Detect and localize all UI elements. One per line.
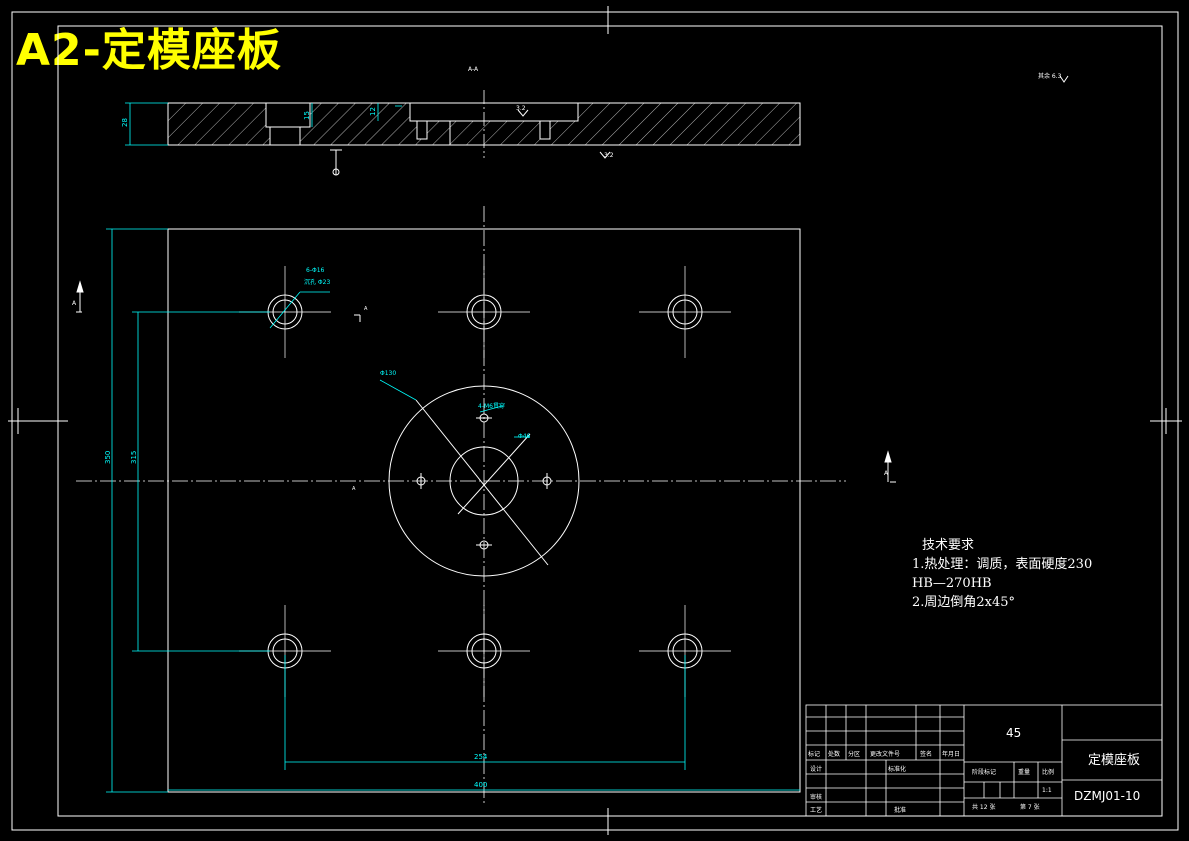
tb-sheet-no: 第 7 张: [1020, 803, 1040, 811]
section-arrow-label-left: A: [72, 300, 77, 307]
tb-sheet-total: 共 12 张: [972, 803, 995, 811]
section-arrow-label-right: A: [884, 470, 889, 477]
dim-width-inner: 254: [474, 753, 488, 761]
hole-spec-2: 沉孔 Φ23: [304, 278, 330, 286]
tech-line-2: HB—270HB: [912, 576, 992, 591]
dim-circle-big: Φ130: [380, 370, 396, 377]
roughness-a: 3.2: [516, 105, 526, 112]
plan-view: [76, 206, 846, 806]
counterbore-hole: [438, 605, 530, 697]
dim-circle-small: Φ46: [518, 433, 531, 440]
tb-scale-value: 1:1: [1042, 787, 1052, 794]
title-block-header-cell: 处数: [828, 750, 840, 758]
title-block-header-cell: 更改文件号: [870, 750, 900, 758]
hole-spec-1: 6-Φ16: [306, 267, 325, 274]
tapped-holes: [416, 413, 552, 550]
tech-line-1: 1.热处理：调质，表面硬度230: [912, 557, 1093, 572]
tb-review: 审核: [810, 793, 822, 801]
tb-weight: 重量: [1018, 768, 1030, 776]
tech-heading: 技术要求: [922, 538, 975, 553]
section-arrow-label-center: A: [352, 486, 356, 492]
roughness-note: 其余 6.3: [1038, 72, 1062, 80]
tb-stage-mark: 阶段标记: [972, 768, 996, 776]
plan-dims: [106, 228, 800, 793]
drawing-title: A2-定模座板: [16, 25, 282, 76]
title-block: [805, 704, 1163, 817]
dim-pocket-depth: 15: [303, 111, 311, 120]
dim-height-inner: 315: [130, 451, 138, 464]
tb-process: 工艺: [810, 806, 822, 814]
tb-approve: 批准: [894, 806, 906, 814]
tb-standard: 标准化: [888, 765, 906, 773]
counterbore-hole: [639, 266, 731, 358]
technical-requirements: 技术要求 1.热处理：调质，表面硬度230 HB—270HB 2.周边倒角2x4…: [912, 536, 1092, 612]
tb-drawing-no: DZMJ01-10: [1074, 789, 1140, 803]
dim-plate-thickness: 28: [121, 118, 129, 127]
dim-width-total: 400: [474, 781, 487, 789]
section-dims: [125, 102, 402, 146]
title-block-header-cell: 分区: [848, 750, 860, 758]
tb-material: 45: [1006, 726, 1021, 740]
counterbore-hole: [438, 266, 530, 358]
tech-line-3: 2.周边倒角2x45°: [912, 595, 1016, 610]
dim-height-total: 350: [104, 451, 112, 464]
tb-scale: 比例: [1042, 768, 1054, 776]
counterbore-holes: [239, 266, 731, 697]
title-block-header-cell: 标记: [808, 750, 820, 758]
sheet-frame: [8, 6, 1182, 835]
section-view: [167, 75, 1069, 176]
tb-part-name: 定模座板: [1088, 753, 1140, 768]
title-block-header-cell: 签名: [920, 750, 932, 758]
section-arrow-label-inner: A: [364, 306, 368, 312]
dim-small-depth: 12: [369, 107, 377, 116]
title-block-header-cell: 年月日: [942, 750, 960, 758]
section-label: A-A: [468, 66, 479, 73]
roughness-b: 3.2: [604, 152, 614, 159]
dim-tapped: 4-M6贯穿: [478, 402, 505, 410]
tb-design: 设计: [810, 765, 822, 773]
section-arrows: [76, 280, 896, 483]
